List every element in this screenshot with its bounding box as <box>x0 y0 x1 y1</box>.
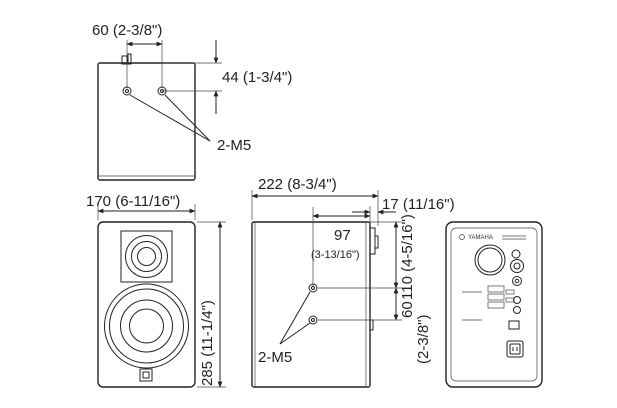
rear-view-outline <box>445 221 543 388</box>
tweeter <box>125 235 168 278</box>
front-width-label: 170 (6-11/16") <box>86 193 180 210</box>
xlr-input-connector <box>510 259 524 273</box>
trim-knob <box>513 306 521 314</box>
top-view: 60 (2-3/8") 44 (1-3/4") 2-M5 <box>92 22 292 181</box>
front-height-label: 285 (11-1/4") <box>199 300 216 386</box>
side-depth-label: 222 (8-3/4") <box>258 176 337 193</box>
side-offset-fraction: (3-13/16") <box>311 249 360 261</box>
front-view: 170 (6-11/16") 285 (11-1/4") <box>86 193 226 388</box>
side-hole-spacing-value: 60 <box>399 301 416 318</box>
yamaha-logo-icon <box>459 234 465 240</box>
trs-input-connector <box>512 276 522 286</box>
mounting-hole <box>157 86 167 96</box>
mounting-hole <box>122 86 132 96</box>
trim-knob <box>513 296 521 304</box>
ac-inlet <box>506 340 524 358</box>
power-indicator <box>139 368 153 382</box>
side-view: 2-M5 222 (8-3/4") 17 (11/16") 97 (3-13/1… <box>251 176 455 388</box>
volume-knob <box>511 249 521 259</box>
woofer <box>104 283 189 369</box>
brand-logo-text: YAMAHA <box>468 235 493 241</box>
top-view-outline <box>97 62 196 181</box>
mounting-hole <box>308 315 318 325</box>
side-protrusion-label: 17 (11/16") <box>382 196 455 213</box>
rear-view: YAMAHA <box>445 221 543 388</box>
bass-port <box>474 244 506 276</box>
side-view-outline <box>251 221 371 388</box>
top-width-label: 60 (2-3/8") <box>92 22 162 39</box>
power-switch <box>508 320 520 330</box>
side-hole-spacing-fraction: (2-3/8") <box>415 314 432 364</box>
top-depth-label: 44 (1-3/4") <box>222 69 292 86</box>
side-offset-value: 97 <box>334 227 351 244</box>
front-view-outline <box>97 221 196 388</box>
top-hole-label: 2-M5 <box>217 137 251 154</box>
eq-switches <box>487 285 515 309</box>
side-hole-label: 2-M5 <box>258 349 292 366</box>
side-upper-height-label: 110 (4-5/16") <box>399 214 416 300</box>
